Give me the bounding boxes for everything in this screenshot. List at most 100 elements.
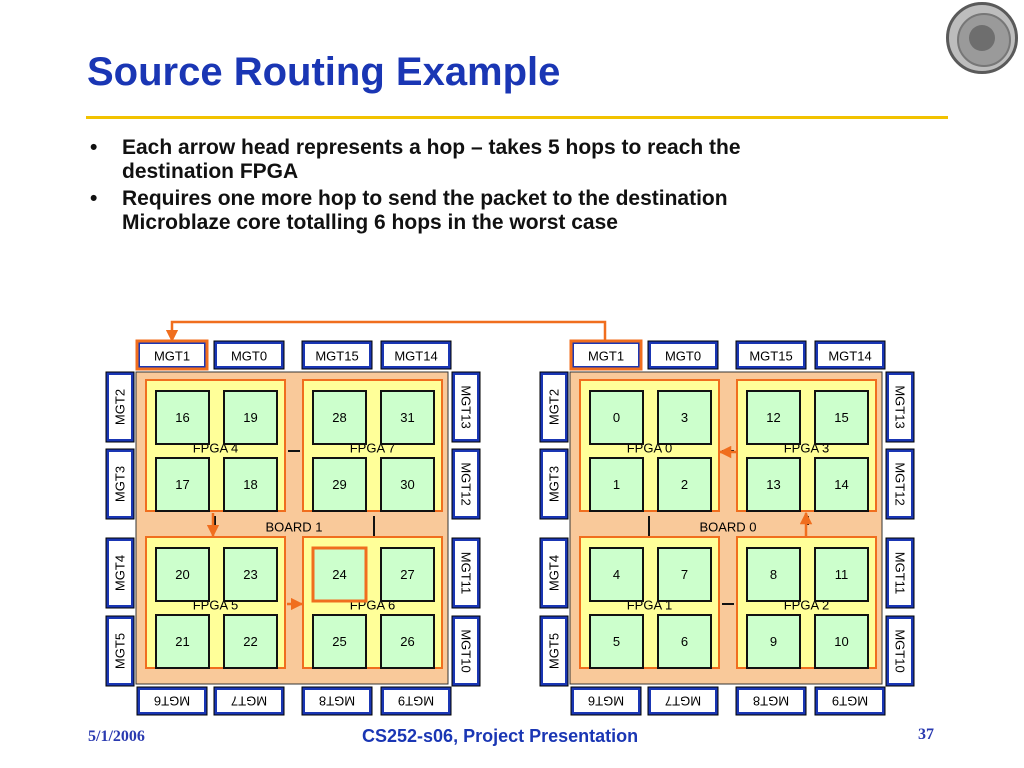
core-label: 13 — [766, 477, 780, 492]
mgt-port-inner — [455, 452, 477, 516]
core-box — [746, 547, 801, 602]
core-label: 12 — [766, 410, 780, 425]
core-label: 27 — [400, 567, 414, 582]
board-label: BOARD 0 — [699, 520, 756, 535]
core-box — [155, 547, 210, 602]
mgt-port-inner — [109, 452, 131, 516]
board-label: BOARD 1 — [265, 520, 322, 535]
core-box — [312, 390, 367, 445]
core-label: 14 — [834, 477, 848, 492]
core-label: 17 — [175, 477, 189, 492]
mgt-port-inner — [574, 690, 638, 712]
mgt-port-inner — [739, 690, 803, 712]
mgt-label: MGT6 — [154, 694, 190, 709]
core-box — [814, 390, 869, 445]
core-box — [746, 614, 801, 669]
mgt-label: MGT13 — [459, 385, 474, 428]
core-box — [223, 547, 278, 602]
core-box — [223, 457, 278, 512]
mgt-port-inner — [889, 452, 911, 516]
core-box — [223, 390, 278, 445]
mgt-label: MGT8 — [319, 694, 355, 709]
mgt-port-inner — [574, 344, 638, 366]
core-box — [589, 547, 644, 602]
core-label: 5 — [613, 634, 620, 649]
core-label: 11 — [835, 567, 849, 582]
core-label: 30 — [400, 477, 414, 492]
mgt-port-inner — [818, 690, 882, 712]
mgt-label: MGT10 — [459, 629, 474, 672]
mgt-port-inner — [455, 541, 477, 605]
title-underline — [86, 116, 948, 119]
core-box — [814, 547, 869, 602]
mgt-port-inner — [455, 375, 477, 439]
mgt-label: MGT14 — [394, 349, 437, 364]
core-box — [746, 457, 801, 512]
mgt-port-inner — [889, 619, 911, 683]
mgt-label: MGT6 — [588, 694, 624, 709]
core-box — [312, 614, 367, 669]
mgt-port-inner — [889, 375, 911, 439]
university-seal-icon — [946, 2, 1018, 74]
slide-title: Source Routing Example — [87, 50, 561, 94]
core-label: 1 — [613, 477, 620, 492]
mgt-port-inner — [140, 344, 204, 366]
core-label: 3 — [681, 410, 688, 425]
mgt-port-inner — [739, 344, 803, 366]
mgt-port-inner — [889, 541, 911, 605]
core-box — [657, 390, 712, 445]
core-box — [155, 614, 210, 669]
mgt-port-inner — [305, 344, 369, 366]
route-path — [135, 320, 813, 611]
mgt-port-inner — [109, 541, 131, 605]
mgt-label: MGT12 — [893, 462, 908, 505]
core-label: 18 — [243, 477, 257, 492]
mgt-label: MGT15 — [315, 349, 358, 364]
core-box — [657, 614, 712, 669]
core-label: 16 — [175, 410, 189, 425]
bullet-dot: • — [90, 187, 98, 210]
core-label: 25 — [332, 634, 346, 649]
core-box — [380, 547, 435, 602]
mgt-port-inner — [140, 690, 204, 712]
core-label: 20 — [175, 567, 189, 582]
footer-page-number: 37 — [918, 726, 934, 743]
core-label: 21 — [175, 634, 189, 649]
core-label: 26 — [400, 634, 414, 649]
mgt-label: MGT0 — [665, 349, 701, 364]
mgt-label: MGT11 — [893, 552, 908, 594]
core-label: 6 — [681, 634, 688, 649]
core-label: 4 — [613, 567, 620, 582]
mgt-label: MGT5 — [547, 633, 562, 669]
bullet-dot: • — [90, 136, 98, 159]
mgt-port-inner — [109, 375, 131, 439]
core-box — [380, 457, 435, 512]
mgt-label: MGT5 — [113, 633, 128, 669]
core-label: 10 — [834, 634, 848, 649]
mgt-port-inner — [543, 375, 565, 439]
footer-presentation-title: CS252-s06, Project Presentation — [362, 726, 639, 746]
core-label: 29 — [332, 477, 346, 492]
mgt-label: MGT11 — [459, 552, 474, 594]
core-box — [155, 390, 210, 445]
core-label: 28 — [332, 410, 346, 425]
core-label: 24 — [332, 567, 346, 582]
mgt-label: MGT2 — [113, 389, 128, 425]
core-box — [814, 457, 869, 512]
mgt-label: MGT4 — [113, 555, 128, 591]
core-label: 19 — [243, 410, 257, 425]
core-label: 23 — [243, 567, 257, 582]
core-label: 2 — [681, 477, 688, 492]
mgt-port-inner — [384, 344, 448, 366]
mgt-label: MGT13 — [893, 385, 908, 428]
core-box — [380, 614, 435, 669]
core-label: 0 — [613, 410, 620, 425]
core-box — [589, 390, 644, 445]
mgt-label: MGT10 — [893, 629, 908, 672]
mgt-label: MGT12 — [459, 462, 474, 505]
mgt-label: MGT7 — [665, 694, 701, 709]
mgt-label: MGT1 — [588, 349, 624, 364]
core-box — [657, 457, 712, 512]
core-label: 22 — [243, 634, 257, 649]
